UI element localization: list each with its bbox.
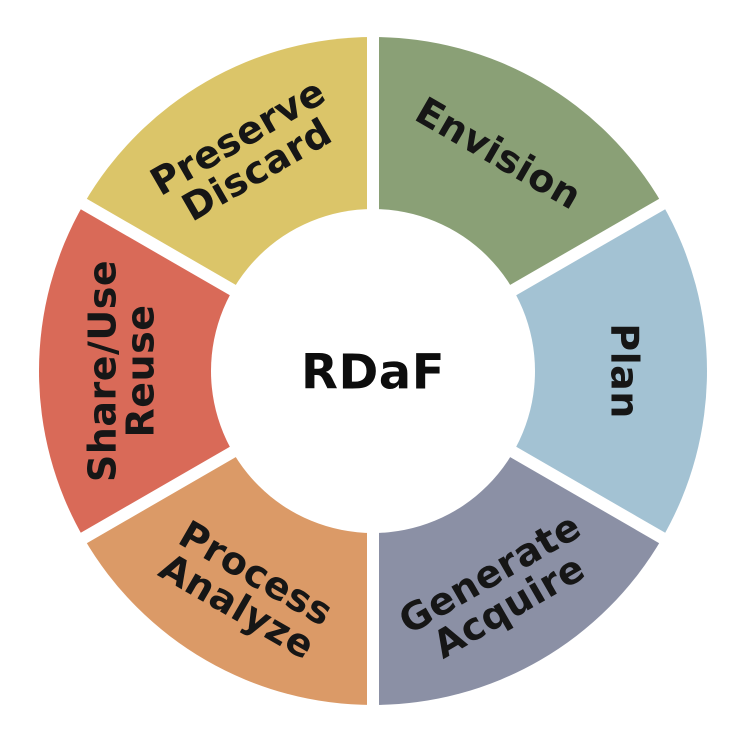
segment-label-plan: Plan [602, 323, 646, 419]
segment-share-use-reuse [39, 204, 373, 538]
center-label: RDaF [301, 344, 445, 400]
segment-label-share-use-reuse: Share/UseReuse [81, 260, 163, 482]
segment-plan [373, 204, 707, 538]
donut-hole [211, 209, 535, 533]
